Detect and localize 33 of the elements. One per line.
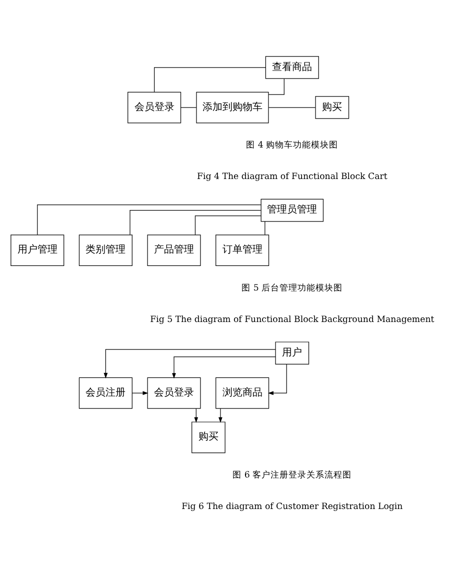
node-box: 管理员管理 (260, 198, 324, 222)
arrow (172, 356, 276, 378)
label: 图 4 购物车功能模块图 (246, 140, 338, 150)
connector (180, 106, 197, 108)
node-box: 会员注册 (78, 376, 132, 408)
arrow (132, 390, 148, 395)
node-box: 用户 (275, 341, 310, 364)
connector (194, 215, 262, 235)
connector (130, 210, 262, 235)
connector (264, 220, 266, 235)
arrow (218, 408, 222, 422)
node-box: 用户管理 (10, 234, 64, 266)
connector (37, 204, 262, 235)
node-box: 会员登录 (147, 376, 201, 408)
label: 图 6 客户注册登录关系流程图 (232, 470, 352, 480)
label: Fig 4 The diagram of Functional Block Cart (197, 172, 388, 182)
connector (268, 106, 316, 108)
node-box: 添加到购物车 (196, 91, 269, 123)
label: 图 5 后台管理功能模块图 (242, 282, 343, 293)
node-box: 浏览商品 (216, 376, 270, 408)
label: Fig 6 The diagram of Customer Registration Login (182, 501, 403, 512)
arrow (268, 363, 287, 395)
node-box: 购买 (315, 96, 350, 118)
label: Fig 5 The diagram of Functional Block Background Management (150, 314, 434, 324)
connector (268, 78, 284, 94)
node-box: 订单管理 (216, 234, 270, 266)
node-box: 类别管理 (78, 234, 132, 266)
node-box: 购买 (192, 421, 226, 453)
node-box: 产品管理 (147, 234, 201, 266)
node-box: 查看商品 (265, 56, 319, 78)
node-box: 会员登录 (128, 91, 182, 123)
arrow (104, 348, 276, 378)
connector (154, 66, 266, 92)
